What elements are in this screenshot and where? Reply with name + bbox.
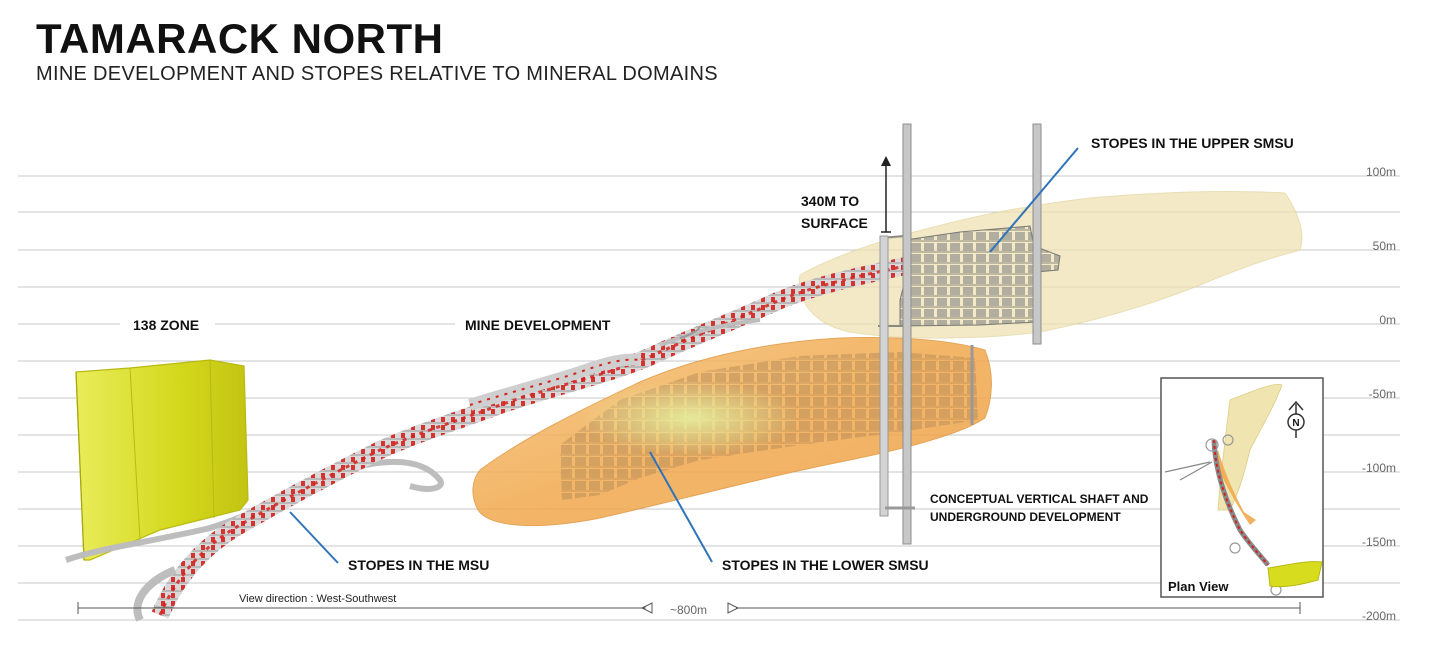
mine-development-label: MINE DEVELOPMENT <box>465 317 611 333</box>
plan-view-label: Plan View <box>1168 579 1229 594</box>
elevation-label: 100m <box>1366 165 1396 179</box>
elevation-label: -150m <box>1362 535 1396 549</box>
elevation-label: -100m <box>1362 461 1396 475</box>
plan-view-inset: Plan View N <box>1160 377 1324 598</box>
surface-label-line1: 340M TO <box>801 193 859 209</box>
vertical-shafts <box>879 123 1042 545</box>
surface-arrow <box>881 156 891 233</box>
elevation-label: 0m <box>1379 313 1396 327</box>
zone-138-label: 138 ZONE <box>133 317 199 333</box>
shaft-label-line1: CONCEPTUAL VERTICAL SHAFT AND <box>930 492 1149 506</box>
north-label: N <box>1292 418 1299 429</box>
shaft-label-line2: UNDERGROUND DEVELOPMENT <box>930 510 1121 524</box>
leader-lines <box>289 147 1079 564</box>
msu-decline <box>65 257 907 622</box>
page-title: TAMARACK NORTH <box>36 15 444 62</box>
stopes-lower-label: STOPES IN THE LOWER SMSU <box>722 557 929 573</box>
elevation-label: -200m <box>1362 609 1396 623</box>
elevation-labels: 100m 50m 0m -50m -100m -150m -200m <box>1362 165 1396 623</box>
surface-label-line2: SURFACE <box>801 215 868 231</box>
view-direction-label: View direction : West-Southwest <box>239 593 396 605</box>
north-arrow-icon: N <box>1287 400 1305 438</box>
elevation-label: -50m <box>1369 387 1396 401</box>
zone-138-block <box>75 359 249 561</box>
scale-length-label: ~800m <box>670 603 707 617</box>
page-subtitle: MINE DEVELOPMENT AND STOPES RELATIVE TO … <box>36 63 718 85</box>
lower-smsu-domain <box>472 337 992 527</box>
stopes-upper-label: STOPES IN THE UPPER SMSU <box>1091 135 1294 151</box>
stopes-msu-label: STOPES IN THE MSU <box>348 557 489 573</box>
elevation-label: 50m <box>1373 239 1396 253</box>
scale-bar: View direction : West-Southwest ~800m <box>77 593 1301 617</box>
